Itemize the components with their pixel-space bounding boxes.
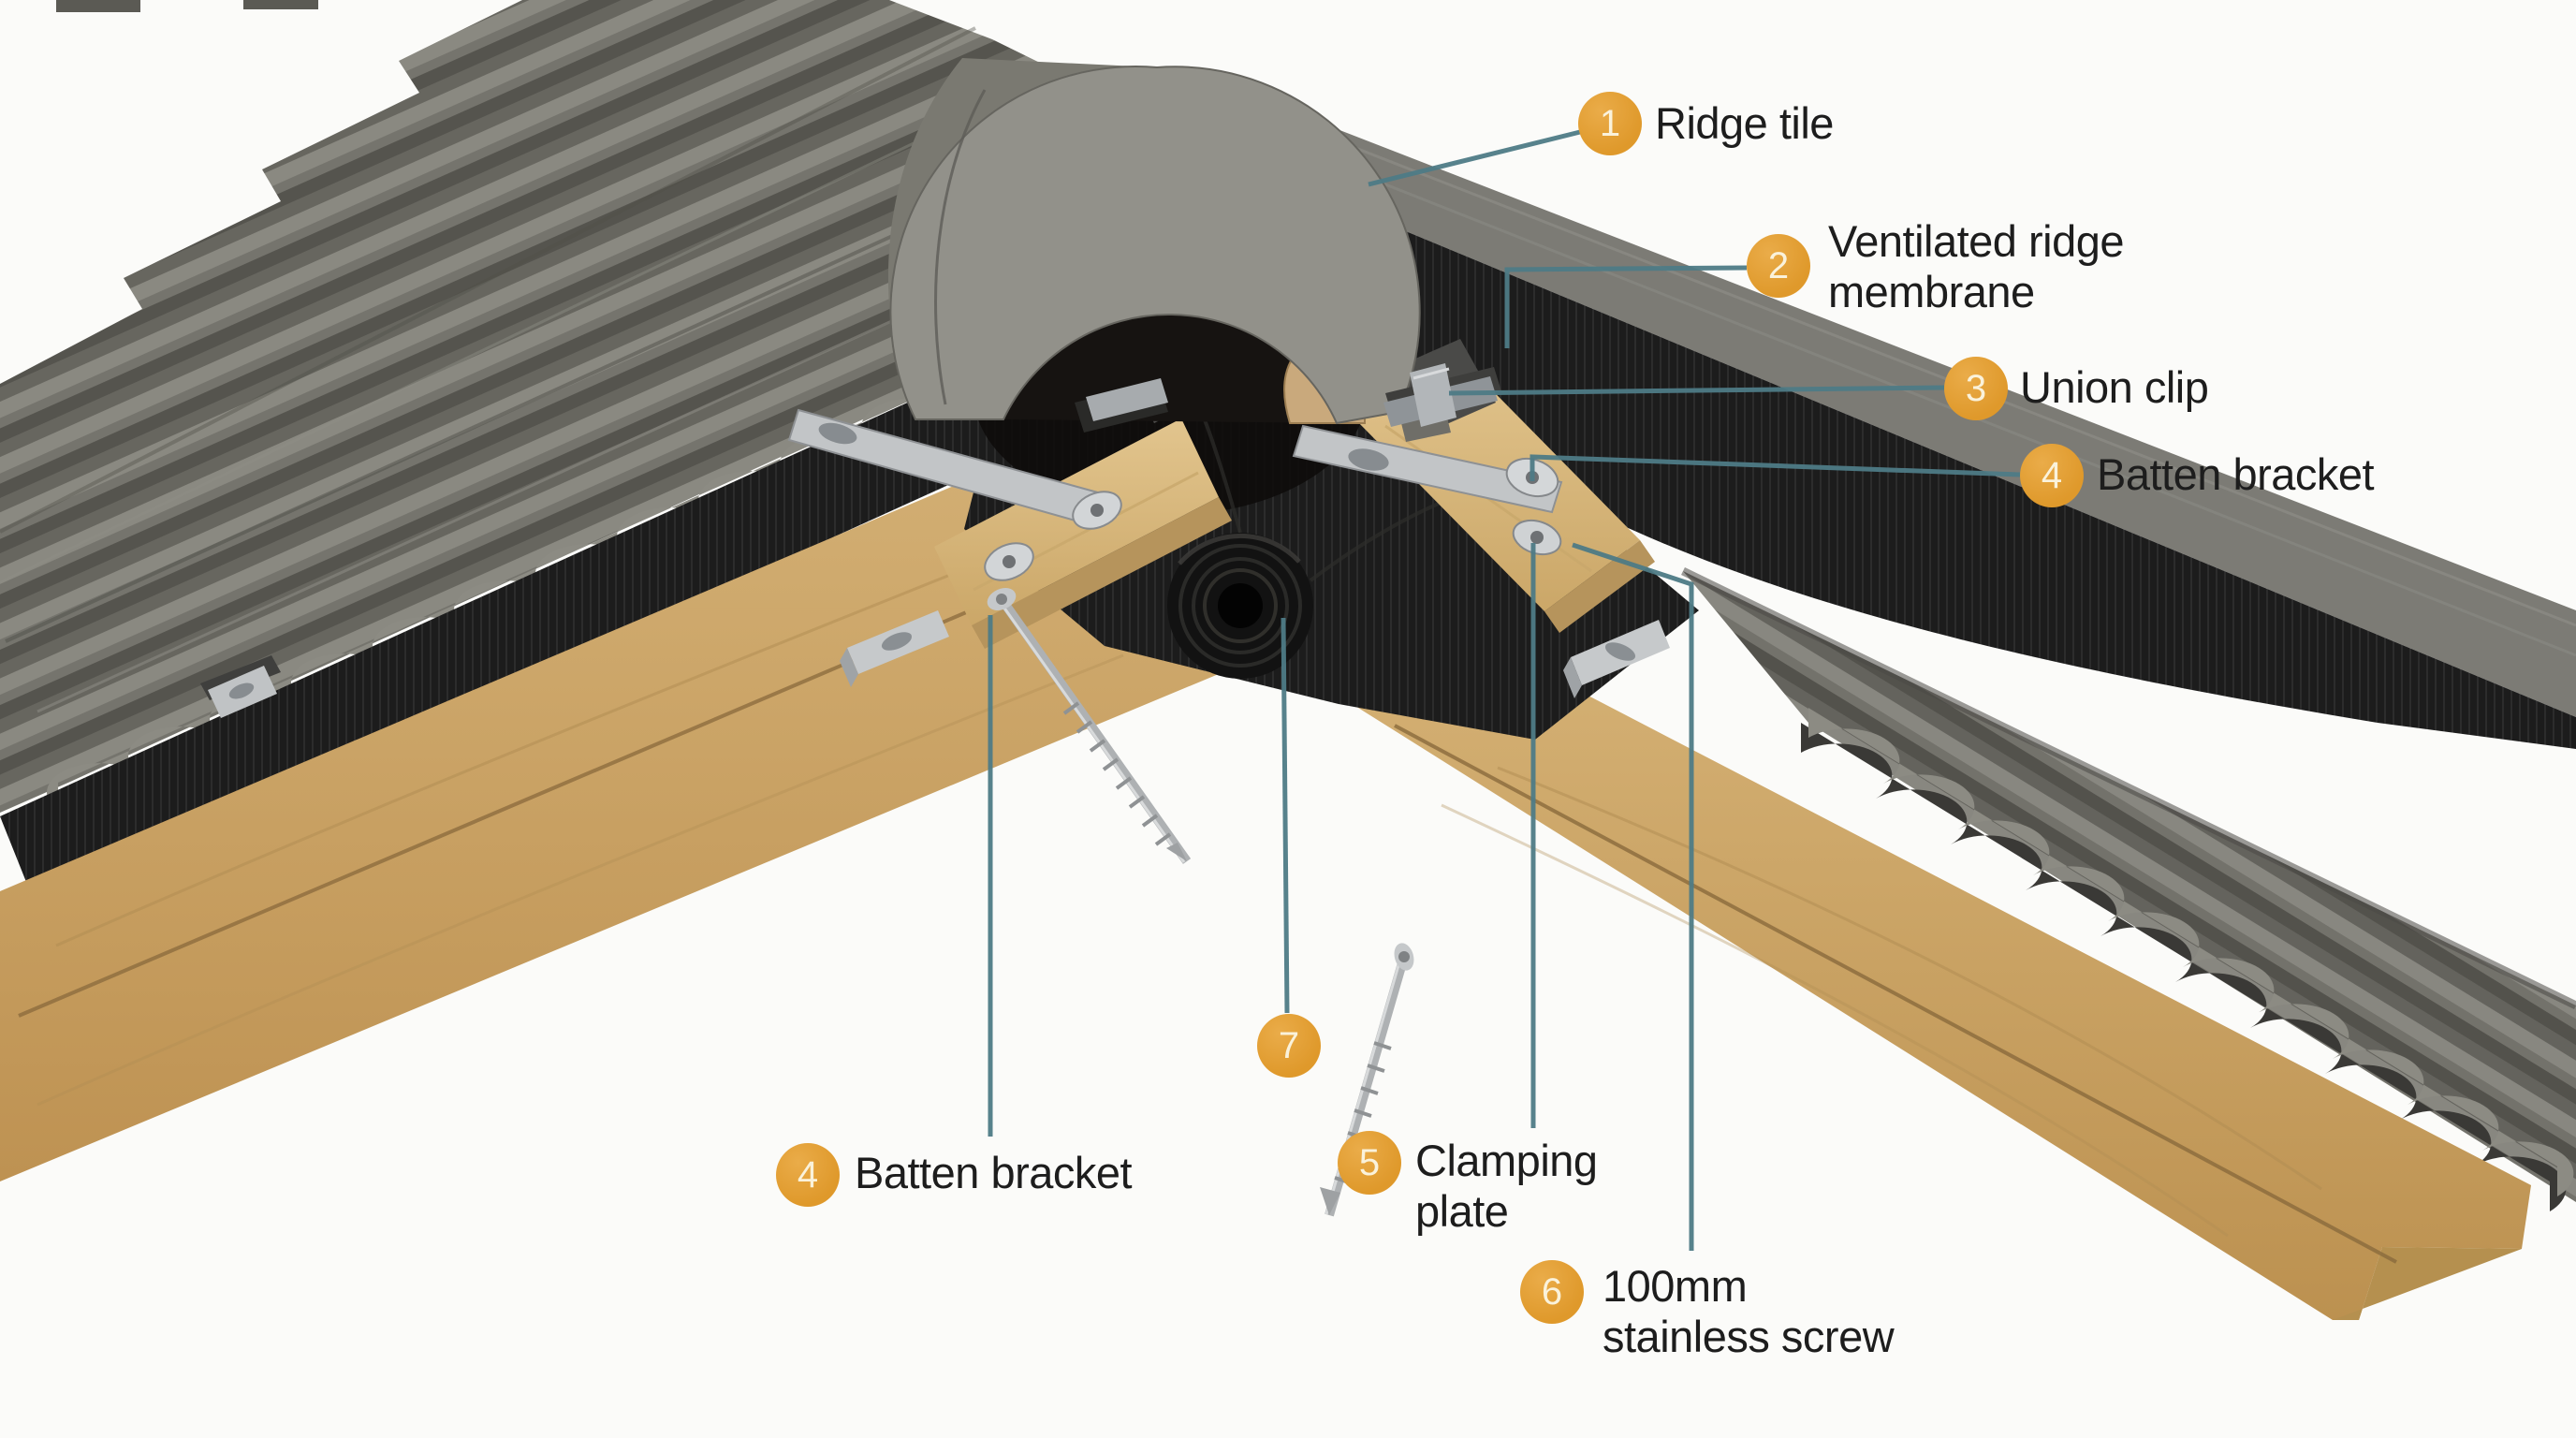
callout-label-ridge-tile: Ridge tile [1655, 98, 1834, 149]
label-line: plate [1415, 1186, 1509, 1236]
callout-label-batten-bracket-right: Batten bracket [2097, 449, 2375, 500]
leader-batten-bracket-right [1530, 454, 2021, 481]
callout-label-union-clip: Union clip [2020, 362, 2209, 413]
label-line: Ridge tile [1655, 98, 1834, 148]
right-roof-tiles [1681, 566, 2576, 1211]
callout-badge-4-right: 4 [2020, 444, 2084, 507]
badge-number: 5 [1358, 1142, 1381, 1183]
leader-ridge-tile [1368, 129, 1581, 187]
callout-label-stainless-screw: 100mm stainless screw [1603, 1261, 1895, 1362]
callout-badge-6: 6 [1520, 1260, 1584, 1324]
label-line: Batten bracket [2097, 449, 2375, 499]
rafter-right [1270, 575, 2531, 1320]
leader-lines [988, 129, 2021, 1251]
membrane-roll [1167, 533, 1313, 679]
badge-number: 4 [797, 1154, 819, 1196]
leader-stainless-screw [1572, 542, 1694, 1251]
callout-badge-5: 5 [1338, 1131, 1401, 1195]
label-line: Batten bracket [855, 1148, 1133, 1197]
label-line: 100mm [1603, 1261, 1748, 1311]
badge-number: 7 [1278, 1025, 1300, 1066]
callout-badge-1: 1 [1578, 92, 1642, 155]
callout-badge-2: 2 [1747, 234, 1810, 298]
callout-badge-7: 7 [1257, 1014, 1321, 1078]
label-line: membrane [1828, 267, 2035, 316]
label-line: Ventilated ridge [1828, 216, 2125, 266]
badge-number: 4 [2041, 455, 2063, 496]
badge-number: 1 [1599, 103, 1621, 144]
callout-badge-4-bottom: 4 [776, 1143, 840, 1207]
right-roof-far-band [1217, 82, 2576, 717]
callout-label-clamping-plate: Clamping plate [1415, 1136, 1598, 1237]
callout-label-membrane: Ventilated ridge membrane [1828, 216, 2125, 317]
label-line: Clamping [1415, 1136, 1598, 1185]
leader-7 [1281, 617, 1290, 1014]
label-line: Union clip [2020, 362, 2209, 412]
far-left-clip [200, 655, 281, 718]
badge-number: 2 [1767, 245, 1790, 286]
screw-left [987, 588, 1192, 864]
leader-union-clip [1448, 385, 1945, 396]
union-clip [1383, 363, 1501, 427]
ridge-tile [887, 58, 1451, 442]
callout-badge-3: 3 [1944, 357, 2008, 420]
badge-number: 6 [1541, 1271, 1563, 1313]
label-line: stainless screw [1603, 1312, 1895, 1361]
leader-membrane [1504, 265, 1748, 348]
callout-label-batten-bracket-bottom: Batten bracket [855, 1148, 1133, 1198]
badge-number: 3 [1965, 368, 1987, 409]
